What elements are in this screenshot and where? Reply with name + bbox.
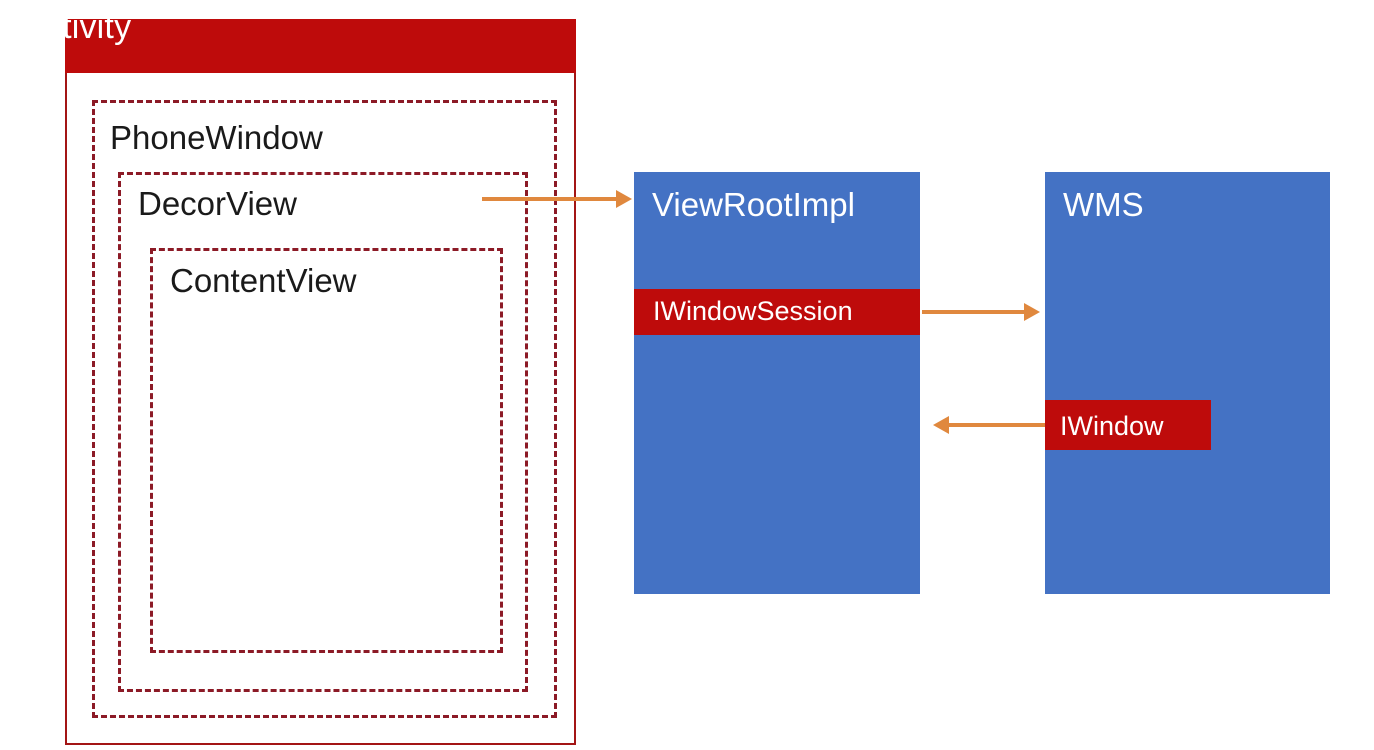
activity-header-bar [65, 19, 576, 73]
iwindowsession-label: IWindowSession [653, 296, 853, 326]
arrow-head-right-icon [616, 190, 632, 208]
arrow-decorview-to-viewrootimpl [482, 197, 618, 201]
phonewindow-box [92, 100, 557, 718]
contentview-box [150, 248, 503, 653]
arrow-head-right-icon [1024, 303, 1040, 321]
decorview-label: DecorView [138, 185, 297, 222]
decorview-box [118, 172, 528, 692]
arrow-iwindow-to-viewrootimpl [949, 423, 1045, 427]
iwindow-label: IWindow [1060, 411, 1164, 441]
wms-box [1045, 172, 1330, 594]
activity-title: Activity [22, 8, 132, 46]
arrow-head-left-icon [933, 416, 949, 434]
iwindow-bar [1045, 400, 1211, 450]
viewrootimpl-title: ViewRootImpl [652, 186, 855, 223]
phonewindow-label: PhoneWindow [110, 119, 323, 156]
wms-title: WMS [1063, 186, 1144, 223]
contentview-label: ContentView [170, 262, 357, 299]
iwindowsession-bar [634, 289, 920, 335]
viewrootimpl-box [634, 172, 920, 594]
arrow-iwindowsession-to-wms [922, 310, 1026, 314]
